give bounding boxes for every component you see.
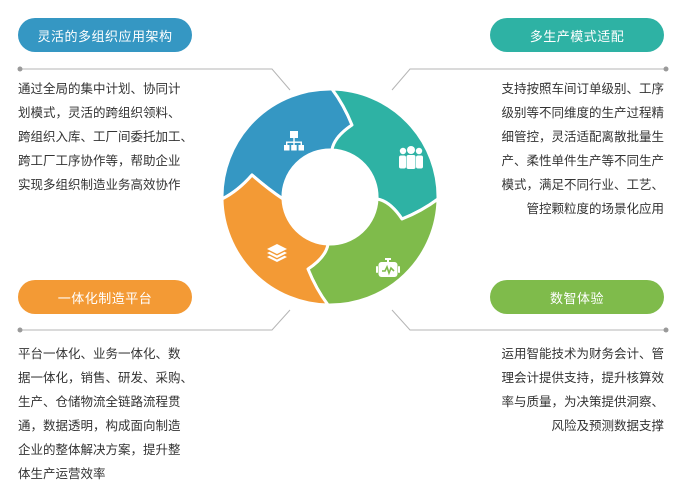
title-text: 多生产模式适配 [529,29,625,45]
title-pill-integrated-platform: 一体化制造平台 [18,280,192,314]
description-line: 管控颗粒度的场景化应用 [526,201,664,216]
description-line: 跨工厂工序协作等，帮助企业 [18,153,181,168]
description-line: 平台一体化、业务一体化、数 [18,346,181,361]
description-line: 划模式，灵活的跨组织领料、 [18,105,181,120]
description-line: 据一体化，销售、研发、采购、 [18,370,194,385]
description-line: 实现多组织制造业务高效协作 [18,177,181,192]
description-integrated-platform: 平台一体化、业务一体化、数 据一体化，销售、研发、采购、 生产、仓储物流全链路流… [18,342,228,486]
robot-icon [376,258,400,277]
description-line: 风险及预测数据支撑 [551,418,664,433]
org-chart-icon [284,131,304,151]
description-line: 级别等不同维度的生产过程精 [501,105,664,120]
description-line: 企业的整体解决方案，提升整 [18,442,181,457]
segment-orange [220,173,330,307]
connector-line-top-right [391,68,666,91]
description-line: 生产、仓储物流全链路流程贯 [18,394,181,409]
segment-teal [330,87,440,221]
title-pill-flexible-multi-org: 灵活的多组织应用架构 [18,18,192,52]
segment-green [306,197,440,307]
description-line: 细管控，灵活适配离散批量生 [501,129,664,144]
description-flexible-multi-org: 通过全局的集中计划、协同计 划模式，灵活的跨组织领料、 跨组织入库、工厂间委托加… [18,77,228,197]
description-multi-production-mode: 支持按照车间订单级别、工序 级别等不同维度的生产过程精 细管控，灵活适配离散批量… [454,77,664,221]
connector-line-top-left [20,68,291,91]
description-line: 产、柔性单件生产等不同生产 [501,153,664,168]
description-line: 体生产运营效率 [18,466,106,481]
description-line: 运用智能技术为财务会计、管 [501,346,664,361]
description-digital-intelligence: 运用智能技术为财务会计、管 理会计提供支持，提升核算效 率与质量，为决策提供洞察… [454,342,664,438]
title-text: 数智体验 [549,291,604,307]
people-group-icon [399,146,423,169]
connector-line-bottom-right [391,309,666,331]
description-line: 通，数据透明，构成面向制造 [18,418,181,433]
description-line: 跨组织入库、工厂间委托加工、 [18,129,194,144]
description-line: 理会计提供支持，提升核算效 [501,370,664,385]
title-pill-digital-intelligence: 数智体验 [490,280,664,314]
connector-line-bottom-left [20,309,291,331]
description-line: 率与质量，为决策提供洞察、 [501,394,664,409]
description-line: 支持按照车间订单级别、工序 [501,81,664,96]
title-pill-multi-production-mode: 多生产模式适配 [490,18,664,52]
layers-icon [267,244,287,262]
description-line: 通过全局的集中计划、协同计 [18,81,181,96]
title-text: 一体化制造平台 [57,291,153,307]
description-line: 模式，满足不同行业、工艺、 [501,177,664,192]
connector-lines [17,66,669,333]
title-text: 灵活的多组织应用架构 [37,29,173,45]
